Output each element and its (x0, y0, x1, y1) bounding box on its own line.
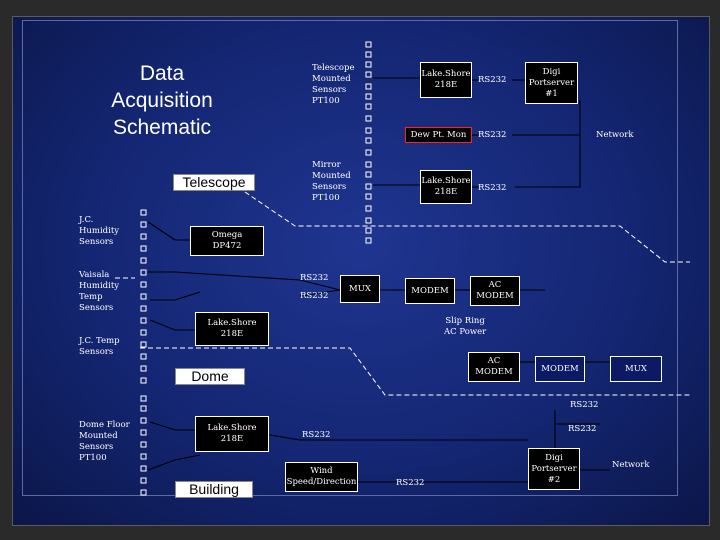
connector-tick (140, 329, 147, 336)
connector-tick (365, 61, 372, 68)
connector-tick (140, 257, 147, 264)
connector-tick (140, 293, 147, 300)
connector-tick (140, 245, 147, 252)
connector-tick (365, 193, 372, 200)
connector-tick (140, 221, 147, 228)
link-rs232-mux-a: RS232 (300, 273, 329, 283)
connector-tick (365, 41, 372, 48)
connector-tick (140, 405, 147, 412)
connector-tick (140, 417, 147, 424)
lakeshore-218e-dome: Lake.Shore 218E (195, 312, 269, 346)
connector-tick (140, 281, 147, 288)
jc-temp-sensors: J.C. Temp Sensors (79, 336, 120, 357)
link-rs232-mux-b: RS232 (300, 291, 329, 301)
connector-tick (140, 453, 147, 460)
section-label-dome: Dome (175, 368, 245, 385)
mux-1: MUX (340, 275, 380, 303)
connector-tick (140, 377, 147, 384)
dome-floor-sensors: Dome Floor Mounted Sensors PT100 (79, 420, 130, 463)
digi-portserver-2: Digi Portserver #2 (528, 448, 580, 490)
connector-tick (365, 137, 372, 144)
connector-tick (140, 341, 147, 348)
connector-tick (365, 161, 372, 168)
ac-modem-1: AC MODEM (470, 276, 520, 306)
link-rs232-6: RS232 (302, 430, 331, 440)
link-rs232-2: RS232 (478, 130, 507, 140)
connector-tick (365, 205, 372, 212)
connector-tick (140, 477, 147, 484)
boundary-telescope-dome (244, 191, 690, 263)
link-rs232-5: RS232 (568, 424, 597, 434)
modem-1: MODEM (405, 278, 455, 304)
dew-pt-mon: Dew Pt. Mon (405, 127, 472, 143)
connector-tick (365, 237, 372, 244)
page-title: Data Acquisition Schematic (111, 62, 213, 139)
modem-2: MODEM (535, 356, 585, 382)
connector-tick (365, 51, 372, 58)
link-network-2: Network (612, 460, 650, 470)
ac-modem-2: AC MODEM (468, 352, 520, 382)
slide-frame (22, 20, 678, 496)
jc-humidity-sensors: J.C. Humidity Sensors (79, 215, 120, 247)
boundary-dome (140, 347, 690, 396)
connector-tick (365, 149, 372, 156)
section-label-telescope: Telescope (173, 174, 255, 191)
connector-tick (140, 353, 147, 360)
link-rs232-4: RS232 (570, 400, 599, 410)
connector-tick (365, 127, 372, 134)
connector-tick (365, 93, 372, 100)
slide-background (12, 16, 710, 526)
link-rs232-7: RS232 (396, 478, 425, 488)
connector-tick (140, 429, 147, 436)
connector-tick (365, 115, 372, 122)
connector-tick (140, 465, 147, 472)
connector-tick (365, 217, 372, 224)
link-network-1: Network (596, 130, 634, 140)
connector-tick (365, 103, 372, 110)
link-rs232-1: RS232 (478, 75, 507, 85)
lakeshore-218e-1: Lake.Shore 218E (420, 62, 472, 98)
connector-tick (140, 395, 147, 402)
link-rs232-3: RS232 (478, 183, 507, 193)
lakeshore-218e-building: Lake.Shore 218E (195, 416, 269, 452)
connector-tick (140, 317, 147, 324)
connector-tick (140, 441, 147, 448)
connector-tick (140, 233, 147, 240)
connector-tick (140, 365, 147, 372)
mirror-mounted-sensors: Mirror Mounted Sensors PT100 (312, 160, 351, 203)
connector-tick (140, 269, 147, 276)
connector-tick (140, 305, 147, 312)
section-label-building: Building (175, 481, 253, 498)
connector-tick (365, 71, 372, 78)
connector-tick (365, 183, 372, 190)
lakeshore-218e-2: Lake.Shore 218E (420, 170, 472, 204)
connector-tick (365, 83, 372, 90)
omega-dp472: Omega DP472 (190, 226, 264, 256)
connector-tick (140, 209, 147, 216)
wind-speed-direction: Wind Speed/Direction (285, 462, 358, 492)
connector-tick (365, 171, 372, 178)
mux-2: MUX (610, 356, 662, 382)
digi-portserver-1: Digi Portserver #1 (525, 62, 578, 104)
connector-tick (365, 227, 372, 234)
telescope-mounted-sensors: Telescope Mounted Sensors PT100 (312, 63, 355, 106)
connector-tick (140, 489, 147, 496)
vaisala-sensors: Vaisala Humidity Temp Sensors (79, 270, 120, 313)
link-slip-ring: Slip Ring AC Power (444, 316, 487, 337)
